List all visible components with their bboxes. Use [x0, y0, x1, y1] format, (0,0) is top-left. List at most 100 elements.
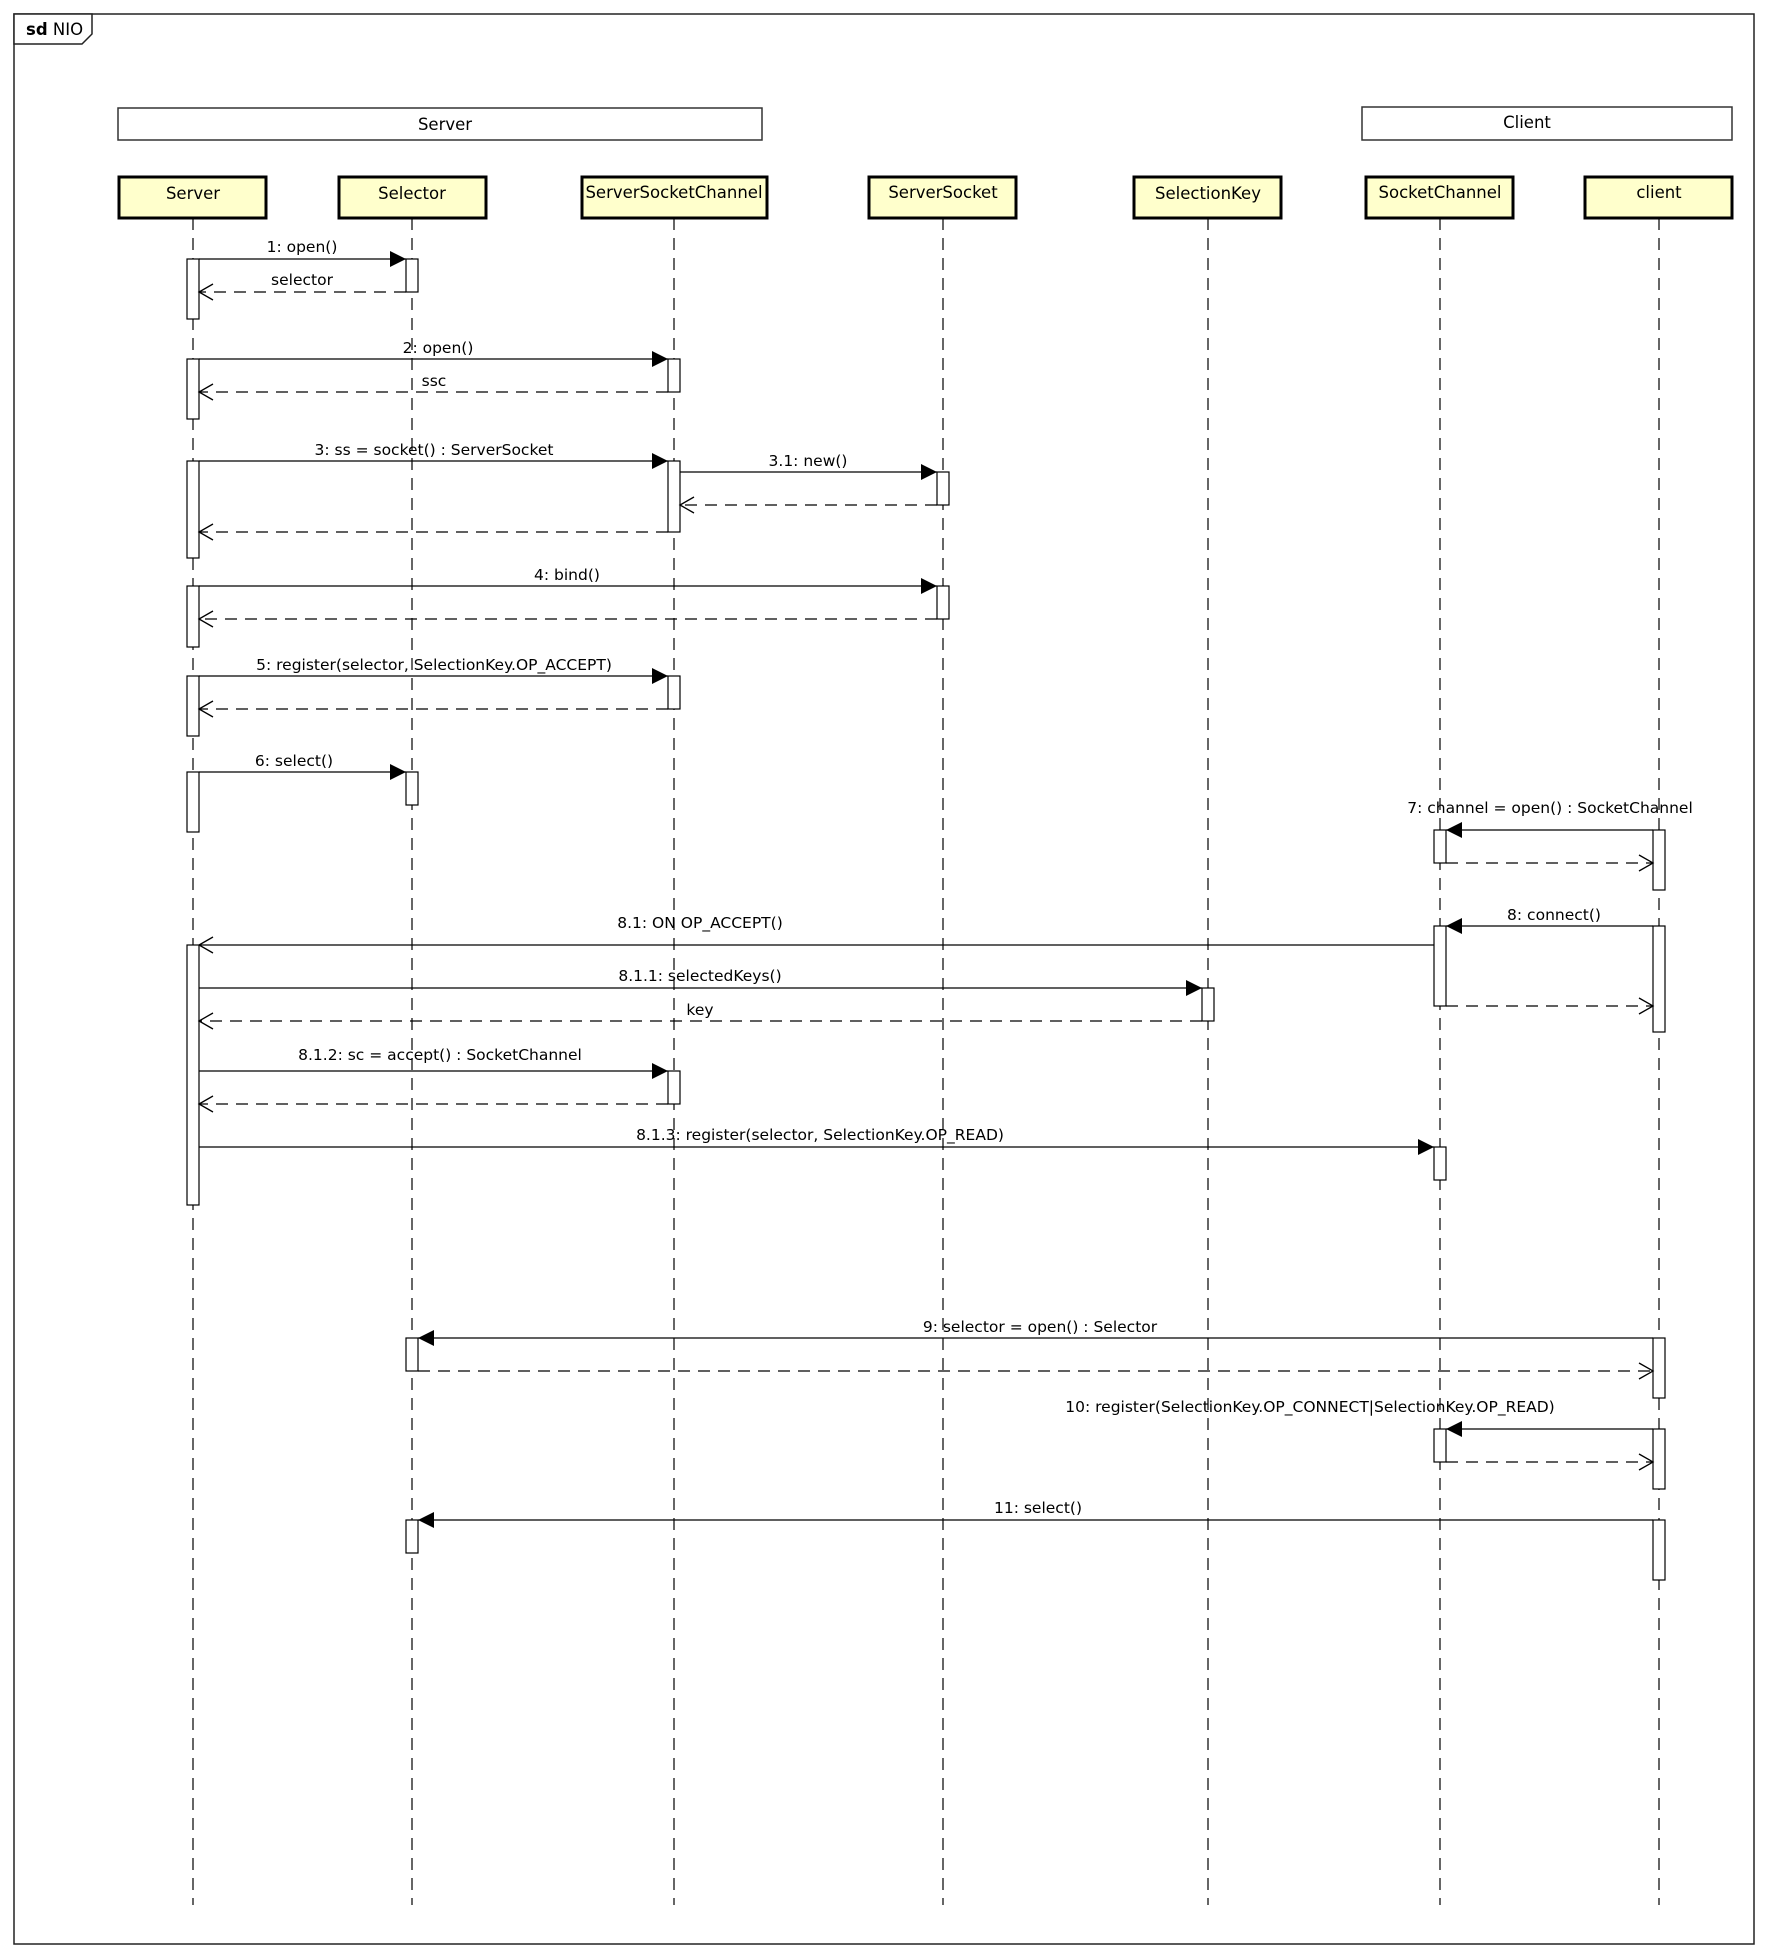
message-return	[197, 610, 937, 628]
arrowhead-open	[1638, 997, 1655, 1015]
message-label: 5: register(selector, SelectionKey.OP_AC…	[256, 656, 612, 675]
message-label: 8: connect()	[1507, 906, 1601, 924]
message-call: 8.1.1: selectedKeys()	[199, 967, 1202, 996]
partition-server-box	[117, 107, 763, 141]
message-call: 8: connect()	[1446, 906, 1653, 934]
messages: 1: open() selector 2: open() ssc 3: ss = soc…	[197, 238, 1693, 1528]
lifeline-head-client[interactable]	[1583, 175, 1734, 220]
arrowhead-filled	[418, 1330, 434, 1346]
activation-bar	[186, 675, 200, 737]
activation-bar	[667, 675, 681, 710]
activation-bar	[1652, 1519, 1666, 1581]
lifeline-head-ssc-label: ServerSocketChannel	[585, 183, 762, 202]
arrowhead-open	[1638, 854, 1655, 872]
message-call: 9: selector = open() : Selector	[418, 1318, 1653, 1346]
lifeline-head-sc[interactable]	[1364, 175, 1515, 220]
message-return	[197, 700, 668, 718]
activation-bar	[1652, 1428, 1666, 1490]
activation-bar	[405, 258, 419, 293]
message-label: 10: register(SelectionKey.OP_CONNECT|Sel…	[1065, 1398, 1554, 1417]
arrowhead-open	[197, 1095, 214, 1113]
activation-bar	[1652, 829, 1666, 891]
arrowhead-open	[197, 610, 214, 628]
activation-bar	[186, 258, 200, 320]
arrowhead-open	[197, 700, 214, 718]
arrowhead-filled	[652, 351, 668, 367]
message-label: selector	[271, 271, 334, 289]
arrowhead-filled	[1446, 1421, 1462, 1437]
arrowhead-open	[197, 383, 214, 401]
lifeline-head-selector-label: Selector	[378, 184, 446, 203]
arrowhead-filled	[1446, 918, 1462, 934]
message-label: 8.1.2: sc = accept() : SocketChannel	[298, 1046, 582, 1064]
arrowhead-filled	[1418, 1139, 1434, 1155]
frame-title: sd NIO	[26, 20, 83, 39]
message-return	[1446, 854, 1655, 872]
arrowhead-filled	[1446, 822, 1462, 838]
message-return	[197, 1095, 668, 1113]
arrowhead-open	[678, 496, 695, 514]
message-label: 2: open()	[403, 339, 474, 357]
message-call: 10: register(SelectionKey.OP_CONNECT|Sel…	[1065, 1398, 1653, 1437]
activation-bar	[405, 1519, 419, 1554]
message-return: ssc	[197, 372, 668, 401]
message-label: 6: select()	[255, 752, 333, 770]
lifeline-head-sk[interactable]	[1132, 175, 1283, 220]
lifeline-head-server[interactable]	[117, 175, 268, 220]
activation-bar	[1652, 1337, 1666, 1399]
message-call: 8.1.3: register(selector, SelectionKey.O…	[199, 1126, 1434, 1155]
activation-bar	[1652, 925, 1666, 1033]
arrowhead-filled	[390, 764, 406, 780]
message-label: 4: bind()	[534, 566, 600, 584]
arrowhead-open	[197, 1012, 214, 1030]
arrowhead-filled	[652, 453, 668, 469]
activation-bar	[936, 471, 950, 506]
lifeline-head-ss-label: ServerSocket	[888, 183, 998, 202]
lifeline-head-server-label: Server	[166, 184, 220, 203]
message-call: 4: bind()	[199, 566, 937, 594]
message-label: 1: open()	[267, 238, 338, 256]
message-call: 11: select()	[418, 1499, 1653, 1528]
lifeline-head-ss[interactable]	[867, 175, 1018, 220]
activation-bar	[1433, 829, 1447, 864]
frame-tab	[13, 13, 93, 45]
message-call: 8.1: ON OP_ACCEPT()	[197, 914, 1434, 954]
activation-bar	[405, 1337, 419, 1372]
activation-bar	[186, 358, 200, 420]
activation-bar	[186, 771, 200, 833]
activation-bar	[186, 585, 200, 648]
partition-client-label: Client	[1503, 113, 1551, 132]
message-return: key	[197, 1001, 1202, 1030]
lifeline-head-sc-label: SocketChannel	[1379, 183, 1502, 202]
lifeline-heads: Server Selector ServerSocketChannel Serv…	[117, 175, 1734, 220]
message-label: ssc	[422, 372, 447, 390]
arrowhead-open	[1638, 1453, 1655, 1471]
arrowhead-filled	[652, 1063, 668, 1079]
arrowhead-filled	[390, 251, 406, 267]
arrowhead-filled	[652, 668, 668, 684]
message-return	[197, 523, 668, 541]
activation-bar	[1433, 1428, 1447, 1463]
message-call: 2: open()	[199, 339, 668, 367]
activation-bar	[667, 1070, 681, 1105]
arrowhead-filled	[1186, 980, 1202, 996]
diagram-frame	[13, 13, 1755, 1945]
frame-keyword: sd	[26, 20, 48, 39]
message-return	[418, 1362, 1655, 1380]
message-label: 8.1: ON OP_ACCEPT()	[617, 914, 783, 933]
lifeline-head-client-label: client	[1636, 183, 1682, 202]
message-label: 8.1.3: register(selector, SelectionKey.O…	[636, 1126, 1004, 1145]
message-label: key	[686, 1001, 713, 1019]
message-return: selector	[197, 271, 406, 301]
message-return	[678, 496, 937, 514]
lifeline-head-ssc[interactable]	[580, 175, 769, 220]
arrowhead-open	[197, 283, 214, 301]
message-label: 3: ss = socket() : ServerSocket	[314, 441, 553, 459]
partition-client-box	[1361, 106, 1733, 141]
message-label: 11: select()	[994, 1499, 1082, 1517]
lifeline-head-selector[interactable]	[337, 175, 488, 220]
message-call: 6: select()	[199, 752, 406, 780]
activation-bars	[186, 258, 1666, 1581]
message-call: 3.1: new()	[680, 452, 937, 480]
